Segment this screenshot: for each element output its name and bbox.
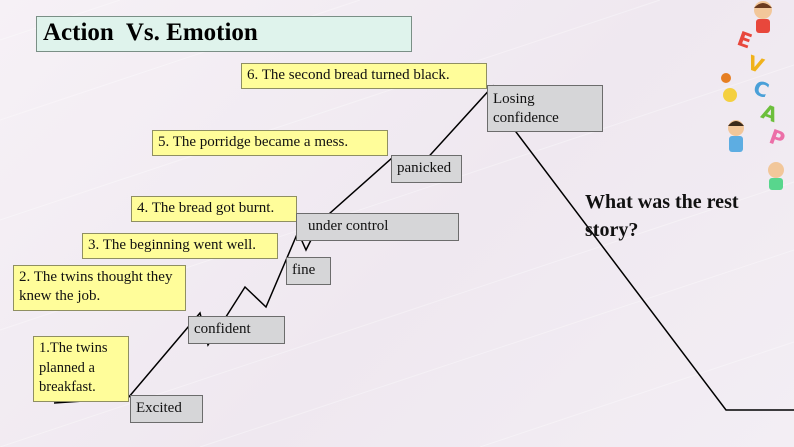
action-label: 4. The bread got burnt.	[137, 200, 275, 216]
action-box-4: 4. The bread got burnt.	[131, 196, 297, 222]
emotion-label: Excited	[136, 400, 182, 416]
question-text: What was the rest story?	[585, 191, 739, 241]
emotion-label: Losing confidence	[493, 91, 559, 126]
emotion-box-under-control: under control	[296, 213, 459, 241]
emotion-label: under control	[308, 218, 389, 234]
action-label: 5. The porridge became a mess.	[158, 134, 349, 150]
action-box-5: 5. The porridge became a mess.	[152, 130, 388, 156]
action-label: 6. The second bread turned black.	[247, 67, 450, 83]
action-label: 2. The twins thought they knew the job.	[19, 269, 173, 304]
svg-text:V: V	[744, 50, 767, 78]
emotion-label: confident	[194, 321, 251, 337]
svg-text:C: C	[750, 75, 772, 103]
cartoon-kids-icon: E V C A P	[721, 1, 788, 190]
svg-text:P: P	[766, 124, 788, 152]
svg-text:A: A	[758, 99, 781, 127]
emotion-box-fine: fine	[286, 257, 331, 285]
action-label: 1.The twins planned a breakfast.	[39, 340, 108, 395]
action-label: 3. The beginning went well.	[88, 237, 257, 253]
emotion-label: panicked	[397, 160, 452, 176]
action-box-1: 1.The twins planned a breakfast.	[33, 336, 129, 402]
action-box-6: 6. The second bread turned black.	[241, 63, 487, 89]
emotion-box-excited: Excited	[130, 395, 203, 423]
emotion-box-confident: confident	[188, 316, 285, 344]
action-box-3: 3. The beginning went well.	[82, 233, 278, 259]
emotion-box-losing-confidence: Losing confidence	[487, 85, 603, 132]
action-box-2: 2. The twins thought they knew the job.	[13, 265, 186, 311]
emotion-box-panicked: panicked	[391, 155, 462, 183]
page-title: Action Vs. Emotion	[36, 16, 412, 52]
emotion-label: fine	[292, 262, 316, 278]
